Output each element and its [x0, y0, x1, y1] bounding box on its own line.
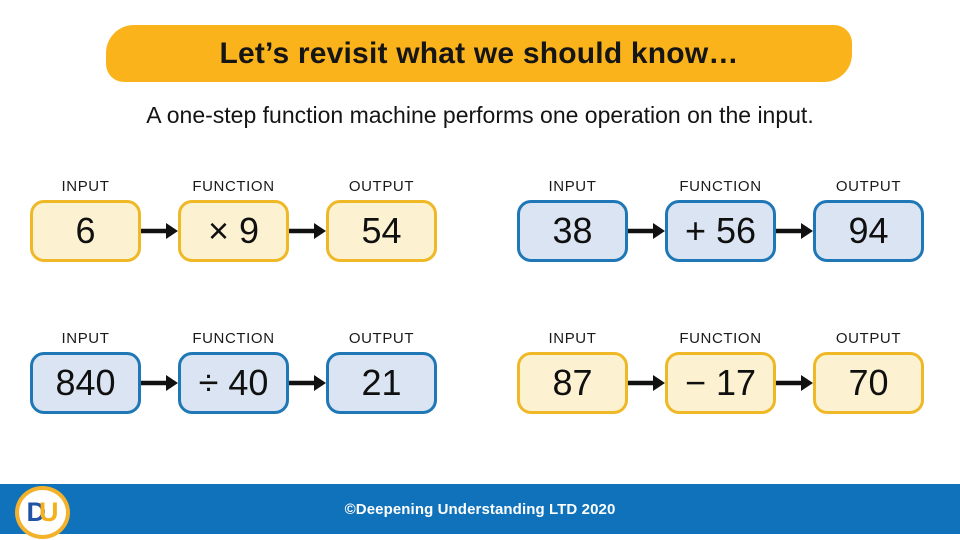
- footer-bar: ©Deepening Understanding LTD 2020: [0, 484, 960, 534]
- arrow-right-icon: [141, 200, 178, 262]
- input-label: INPUT: [548, 330, 597, 347]
- input-cell: INPUT 87: [517, 330, 628, 414]
- output-label: OUTPUT: [835, 178, 902, 195]
- function-value-box: + 56: [665, 200, 776, 262]
- output-value-box: 21: [326, 352, 437, 414]
- function-machine-bottom-right: INPUT 87 FUNCTION − 17 OUTPUT 70: [517, 330, 924, 414]
- function-value-box: ÷ 40: [178, 352, 289, 414]
- input-label: INPUT: [548, 178, 597, 195]
- function-value-box: × 9: [178, 200, 289, 262]
- input-cell: INPUT 38: [517, 178, 628, 262]
- subtitle-text: A one-step function machine performs one…: [146, 102, 814, 128]
- input-value-box: 87: [517, 352, 628, 414]
- logo-letter-u: U: [39, 497, 59, 527]
- function-cell: FUNCTION × 9: [178, 178, 289, 262]
- function-cell: FUNCTION − 17: [665, 330, 776, 414]
- function-value-box: − 17: [665, 352, 776, 414]
- arrow-right-icon: [776, 200, 813, 262]
- output-value-box: 70: [813, 352, 924, 414]
- page-title: Let’s revisit what we should know…: [219, 36, 739, 70]
- arrow-right-icon: [628, 352, 665, 414]
- function-machine-top-right: INPUT 38 FUNCTION + 56 OUTPUT 94: [517, 178, 924, 262]
- du-logo: D U: [15, 486, 70, 539]
- arrow-right-icon: [289, 200, 326, 262]
- function-label: FUNCTION: [679, 178, 762, 195]
- title-banner: Let’s revisit what we should know…: [106, 25, 852, 82]
- output-cell: OUTPUT 21: [326, 330, 437, 414]
- input-cell: INPUT 6: [30, 178, 141, 262]
- output-label: OUTPUT: [348, 178, 415, 195]
- arrow-right-icon: [776, 352, 813, 414]
- function-machine-bottom-left: INPUT 840 FUNCTION ÷ 40 OUTPUT 21: [30, 330, 437, 414]
- input-label: INPUT: [61, 178, 110, 195]
- input-value-box: 840: [30, 352, 141, 414]
- output-value-box: 94: [813, 200, 924, 262]
- output-label: OUTPUT: [348, 330, 415, 347]
- input-label: INPUT: [61, 330, 110, 347]
- output-cell: OUTPUT 94: [813, 178, 924, 262]
- function-cell: FUNCTION ÷ 40: [178, 330, 289, 414]
- function-label: FUNCTION: [192, 330, 275, 347]
- function-label: FUNCTION: [192, 178, 275, 195]
- arrow-right-icon: [289, 352, 326, 414]
- output-cell: OUTPUT 70: [813, 330, 924, 414]
- input-value-box: 6: [30, 200, 141, 262]
- output-label: OUTPUT: [835, 330, 902, 347]
- logo-letter-d: D: [26, 497, 47, 527]
- arrow-right-icon: [628, 200, 665, 262]
- input-cell: INPUT 840: [30, 330, 141, 414]
- input-value-box: 38: [517, 200, 628, 262]
- output-cell: OUTPUT 54: [326, 178, 437, 262]
- arrow-right-icon: [141, 352, 178, 414]
- output-value-box: 54: [326, 200, 437, 262]
- function-cell: FUNCTION + 56: [665, 178, 776, 262]
- function-label: FUNCTION: [679, 330, 762, 347]
- function-machine-top-left: INPUT 6 FUNCTION × 9 OUTPUT 54: [30, 178, 437, 262]
- copyright-text: ©Deepening Understanding LTD 2020: [344, 500, 616, 518]
